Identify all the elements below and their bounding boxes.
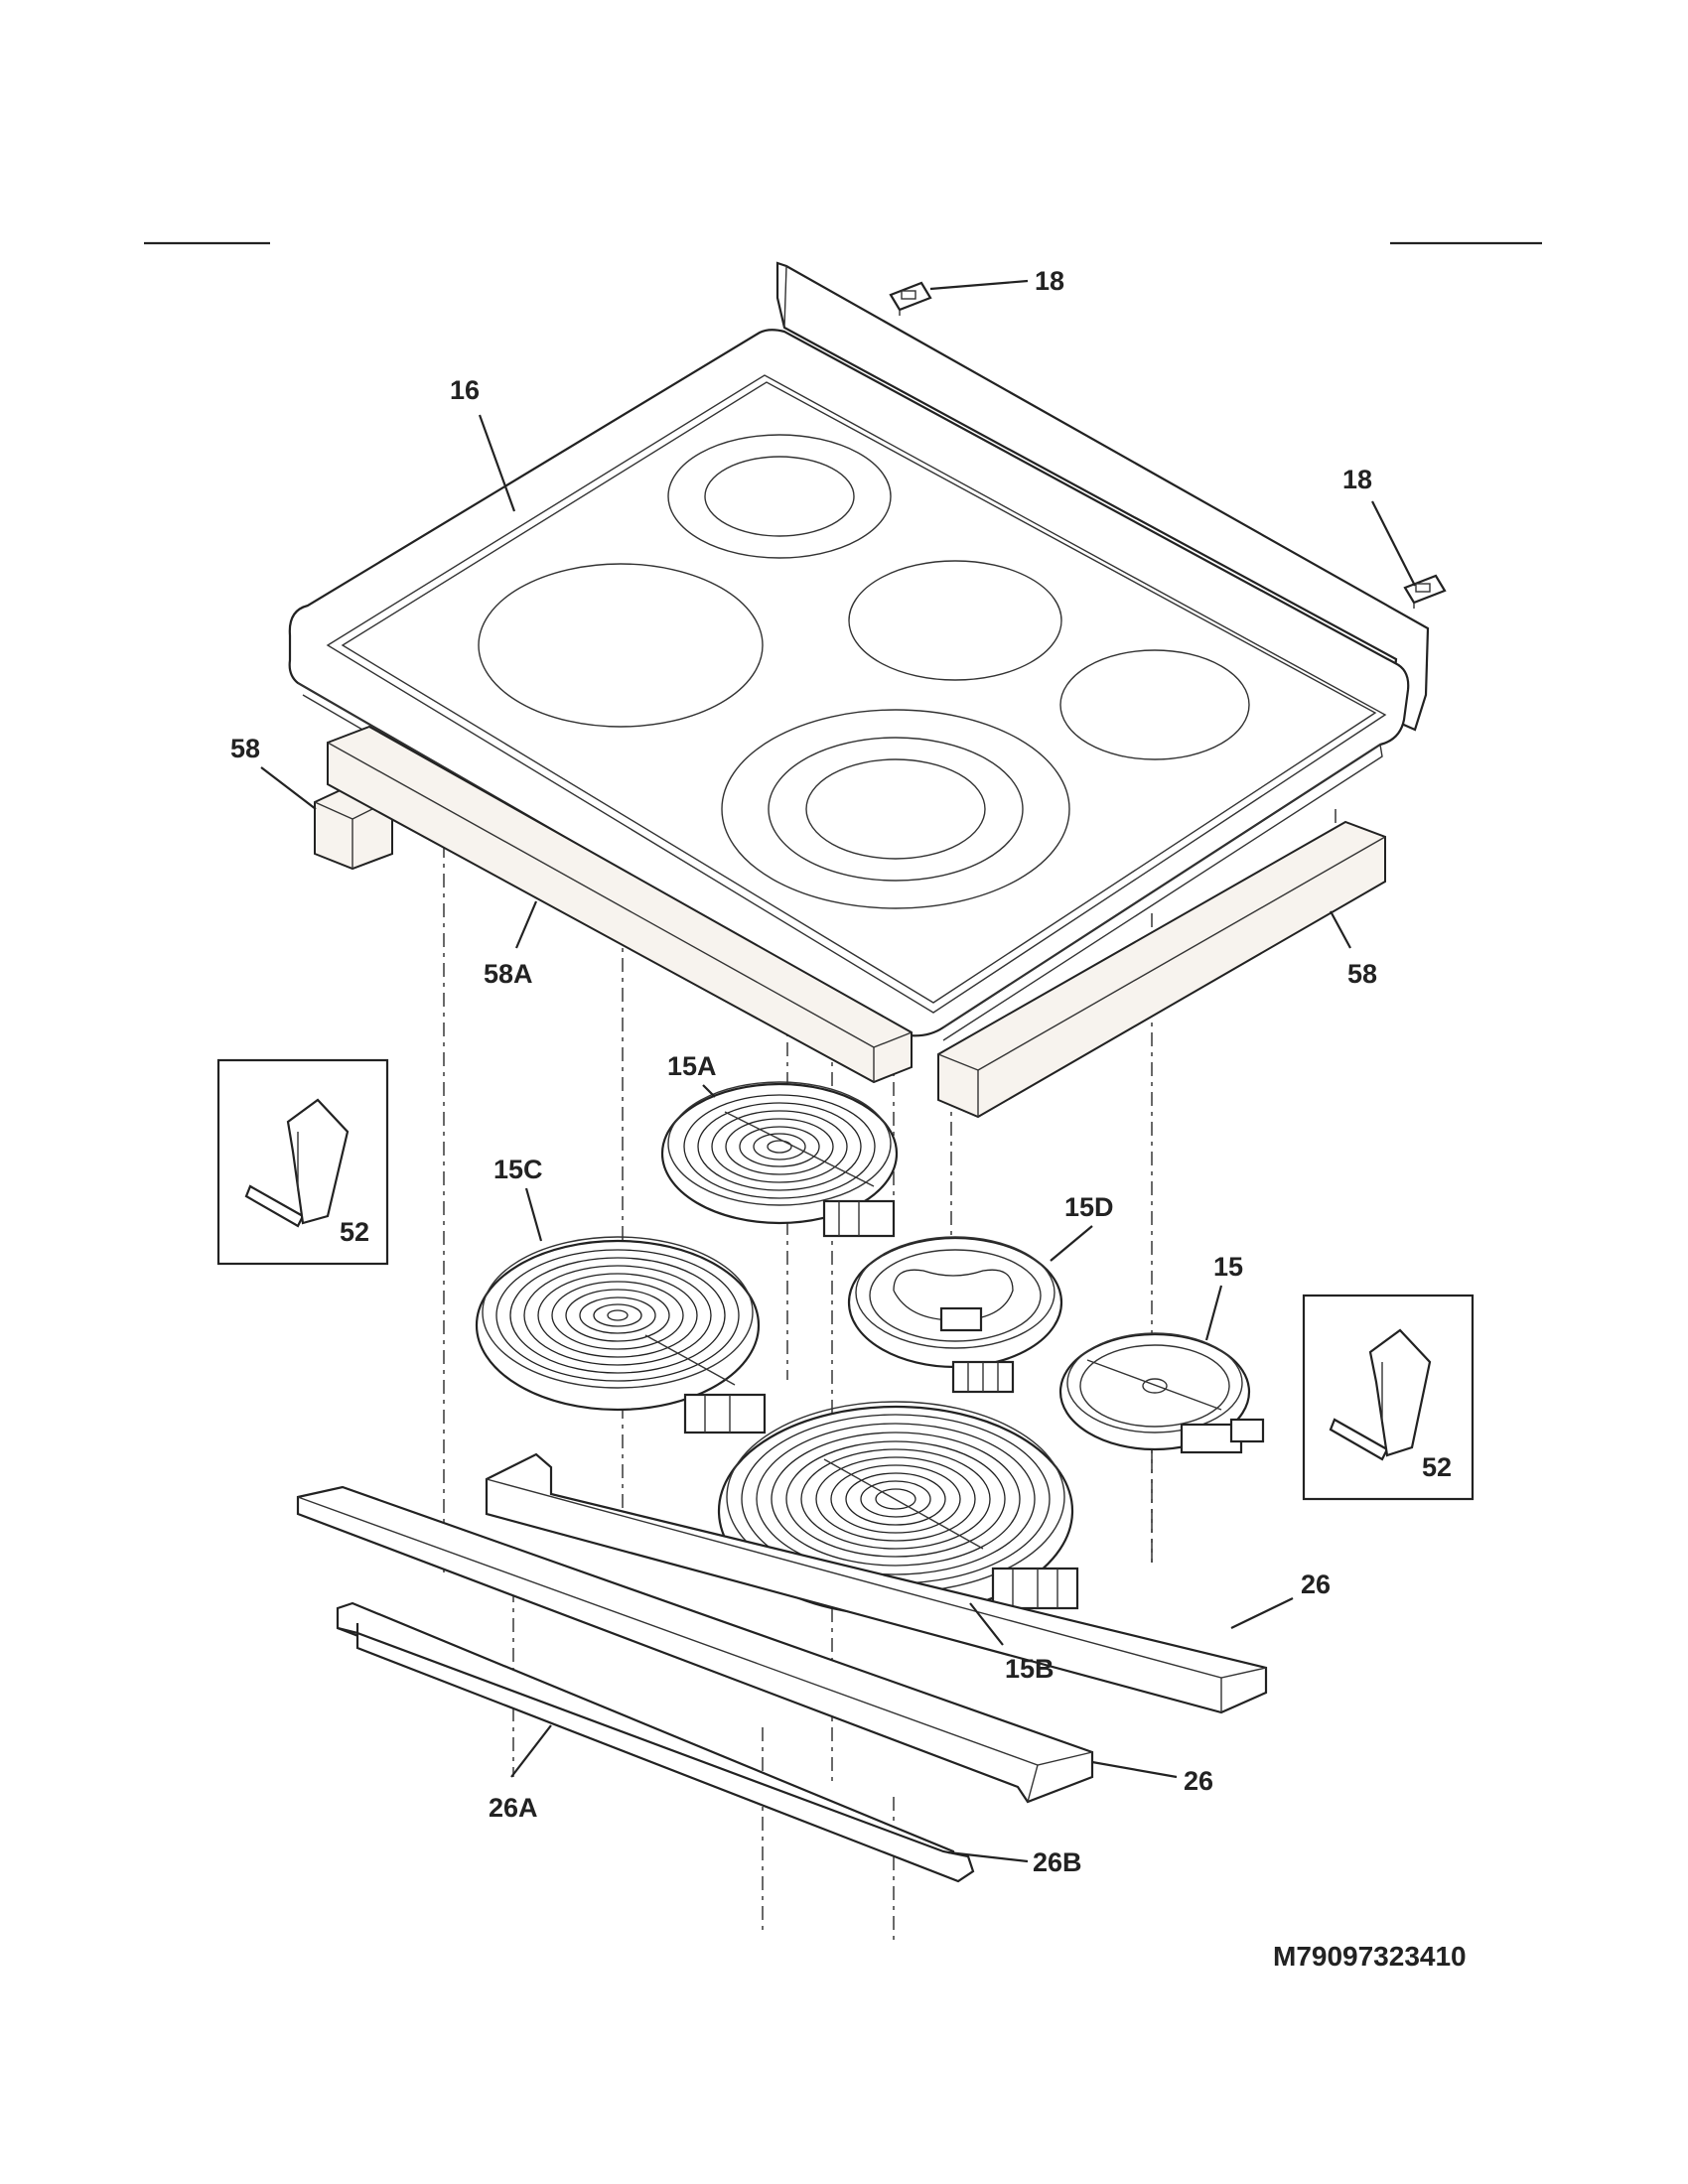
bracket-18-a <box>889 281 932 316</box>
label-26a: 26A <box>489 1793 538 1823</box>
inset-box-52-left <box>216 1058 389 1266</box>
element-15c <box>475 1236 767 1434</box>
bracket-18-b <box>1403 574 1447 609</box>
front-bracket-26 <box>296 1485 1094 1804</box>
label-52-left: 52 <box>340 1217 369 1247</box>
cooktop-glass <box>288 261 1430 1049</box>
trim-26b <box>355 1631 975 1883</box>
label-26-right: 26 <box>1301 1570 1331 1599</box>
label-26b: 26B <box>1033 1847 1082 1877</box>
inset-box-52-right <box>1302 1294 1475 1501</box>
label-15c: 15C <box>493 1155 543 1184</box>
element-15a <box>660 1081 899 1238</box>
element-15d <box>847 1236 1063 1394</box>
label-58-left: 58 <box>230 734 260 763</box>
label-52-right: 52 <box>1422 1452 1452 1482</box>
label-15b: 15B <box>1005 1654 1055 1684</box>
label-26-mid: 26 <box>1184 1766 1213 1796</box>
label-16: 16 <box>450 375 480 405</box>
leader-lines <box>260 279 1416 1863</box>
label-58a: 58A <box>484 959 533 989</box>
foam-strip-58a <box>327 725 913 1084</box>
element-15 <box>1058 1332 1265 1454</box>
label-58-right: 58 <box>1347 959 1377 989</box>
model-number: M79097323410 <box>1273 1941 1467 1972</box>
part-labels: 18 18 16 58 58A 58 15A 15C 15D 15 52 52 … <box>230 266 1452 1877</box>
label-18-b: 18 <box>1342 465 1372 494</box>
label-15: 15 <box>1213 1252 1243 1282</box>
label-15d: 15D <box>1064 1192 1114 1222</box>
foam-strip-58-right <box>937 820 1386 1119</box>
label-18-a: 18 <box>1035 266 1064 296</box>
label-15a: 15A <box>667 1051 717 1081</box>
rear-bracket-26 <box>485 1452 1268 1714</box>
